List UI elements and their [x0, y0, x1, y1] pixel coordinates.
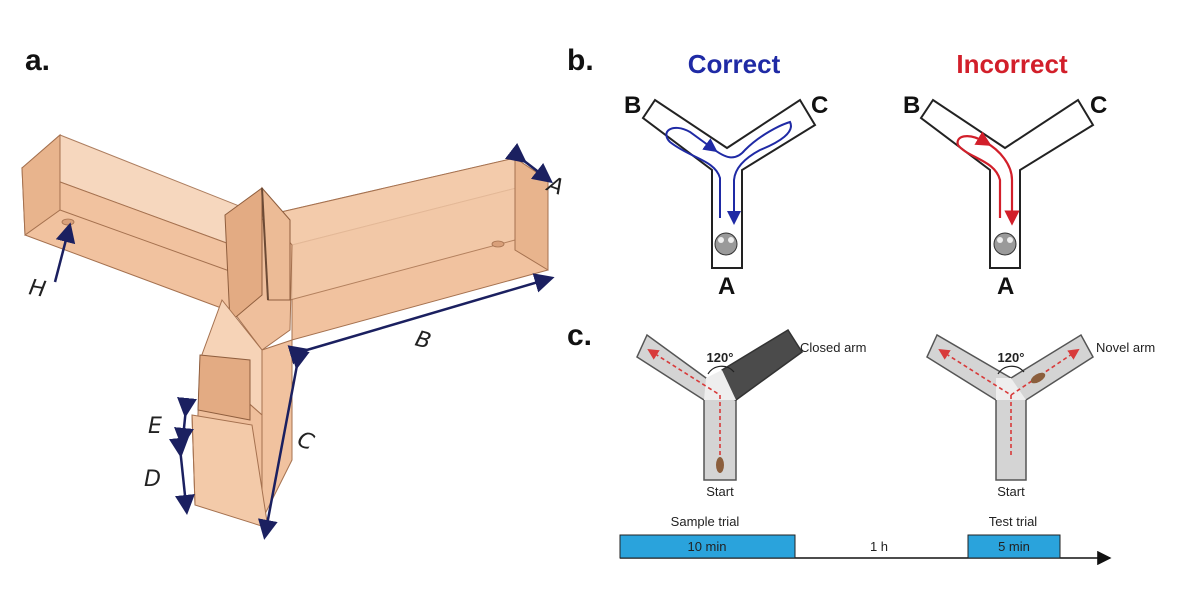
correct-arm-a: A	[718, 273, 735, 300]
test-angle-arc	[997, 365, 1025, 375]
sample-duration-bar	[619, 534, 796, 559]
sample-center	[704, 370, 736, 400]
guillotine-door-left	[224, 187, 263, 324]
incorrect-mouse-icon	[993, 232, 1017, 256]
incorrect-mouse-ear	[997, 237, 1003, 243]
test-angle: 120°	[998, 350, 1025, 365]
sample-angle: 120°	[707, 350, 734, 365]
sample-closed-arm-label: Closed arm	[800, 340, 866, 355]
ymaze-3d-illustration	[21, 133, 550, 529]
sample-trial-label: Sample trial	[671, 514, 740, 529]
incorrect-arm-b: B	[903, 92, 920, 119]
panel-label-b: b.	[567, 44, 594, 77]
correct-maze: Correct B C A	[624, 49, 828, 300]
sample-trial-maze: 120° Closed arm Start	[636, 328, 866, 499]
correct-mouse-ear2	[728, 237, 734, 243]
dim-arrow-d	[169, 437, 195, 515]
timeline: Sample trial Test trial 10 min 1 h 5 min	[619, 514, 1112, 566]
incorrect-arm-a: A	[997, 273, 1014, 300]
sample-mouse-icon	[716, 457, 724, 473]
test-mouse-icon	[1030, 372, 1046, 384]
test-duration-bar	[967, 534, 1061, 559]
test-novel-arm-label: Novel arm	[1096, 340, 1155, 355]
correct-path-left	[665, 126, 721, 218]
dim-label-e: E	[148, 414, 162, 439]
test-trial-maze: 120° Novel arm Start	[926, 333, 1155, 499]
dim-arrow-h	[53, 222, 76, 283]
bottom-arm-right	[261, 339, 293, 521]
sample-closed-arm	[721, 328, 804, 401]
correct-title: Correct	[688, 49, 781, 79]
door-slot	[261, 187, 269, 301]
dimension-arrows	[53, 142, 555, 540]
sample-path	[647, 349, 721, 455]
correct-maze-outline	[641, 98, 817, 269]
incorrect-path-out	[956, 131, 1002, 218]
dim-arrow-c	[258, 348, 310, 540]
correct-path-right	[711, 120, 792, 225]
dim-label-c: C	[294, 427, 318, 456]
incorrect-arm-c: C	[1090, 92, 1107, 119]
start-box-door	[197, 354, 251, 421]
dim-label-h: H	[27, 275, 48, 302]
correct-mouse-icon	[714, 232, 738, 256]
correct-mouse-ear	[718, 237, 724, 243]
right-arm-hole	[491, 240, 505, 248]
incorrect-title: Incorrect	[956, 49, 1068, 79]
dim-arrow-a	[504, 142, 553, 184]
test-maze-outline	[926, 333, 1094, 481]
sample-start-label: Start	[706, 484, 734, 499]
left-arm-edge	[59, 209, 261, 283]
incorrect-path-return	[984, 141, 1020, 226]
panel-label-c: c.	[567, 319, 592, 352]
incorrect-mouse-ear2	[1007, 237, 1013, 243]
panel-label-a: a.	[25, 44, 50, 77]
dim-label-b: B	[412, 327, 433, 355]
test-start-label: Start	[997, 484, 1025, 499]
correct-arm-b: B	[624, 92, 641, 119]
test-center	[996, 378, 1026, 400]
sample-duration: 10 min	[687, 539, 726, 554]
left-arm-hole	[61, 218, 75, 226]
dim-label-d: D	[144, 467, 161, 492]
incorrect-maze-outline	[919, 98, 1095, 269]
test-trial-label: Test trial	[989, 514, 1038, 529]
dim-arrow-b	[287, 273, 555, 365]
correct-arm-c: C	[811, 92, 828, 119]
interval-duration: 1 h	[870, 539, 888, 554]
dim-arrow-e	[174, 397, 197, 448]
test-duration: 5 min	[998, 539, 1030, 554]
incorrect-maze: Incorrect B C A	[903, 49, 1107, 300]
sample-angle-arc	[707, 365, 735, 375]
